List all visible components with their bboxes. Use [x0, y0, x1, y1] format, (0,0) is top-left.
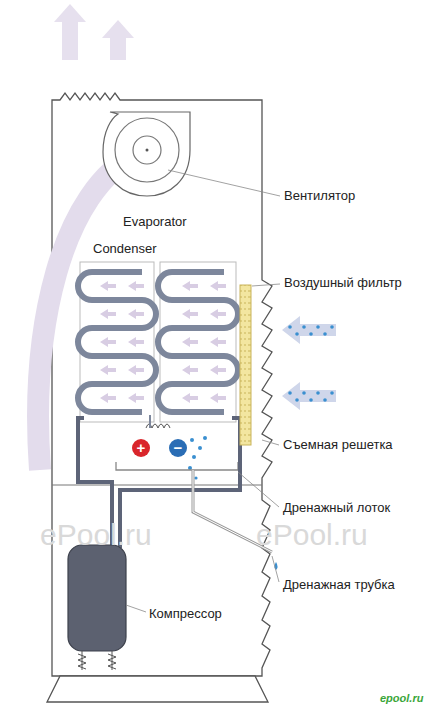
air-out-arrows [54, 4, 134, 60]
part-label: Evaporator [123, 214, 187, 230]
logo-text: epool.ru [380, 690, 423, 706]
watermark: ePool.ru [40, 518, 152, 552]
polarity-symbol: − [169, 440, 187, 456]
air-in-arrows [282, 316, 336, 410]
hot-circle [132, 439, 150, 457]
housing [52, 93, 272, 676]
part-label: Дренажный лоток [283, 500, 390, 516]
part-label: Дренажная трубка [283, 577, 395, 593]
fan-wheel [115, 118, 179, 182]
fan-hub [133, 136, 161, 164]
cold-circle [169, 439, 187, 457]
housing-divider [52, 485, 262, 486]
compressor [68, 545, 126, 651]
compressor-springs [78, 654, 116, 669]
air-filter [240, 285, 251, 445]
drain-tray [116, 462, 238, 470]
condenser-frame [160, 262, 236, 422]
capillary-tube [149, 415, 151, 428]
compressor-legs [82, 651, 112, 670]
watermark: ePool.ru [256, 518, 368, 552]
part-label: Съемная решетка [283, 437, 393, 453]
fan-scroll [103, 112, 190, 196]
evaporator-frame [80, 262, 154, 422]
fan-axis [146, 149, 149, 152]
polarity-symbol: + [132, 440, 150, 456]
coil-air-arrows [100, 281, 226, 403]
part-label: Вентилятор [284, 188, 355, 204]
part-label: Компрессор [149, 606, 222, 622]
part-label: Condenser [93, 241, 157, 257]
base-stand [47, 676, 268, 702]
water-drops [188, 436, 207, 480]
part-label: Воздушный фильтр [284, 275, 402, 291]
coil-tubes [78, 272, 238, 412]
